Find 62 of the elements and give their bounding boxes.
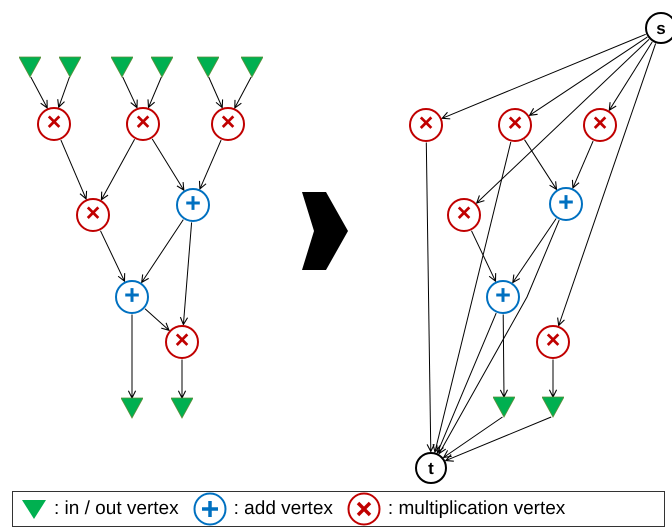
arrow [426,142,435,452]
arrow [572,140,594,188]
multiplication-vertex: × [498,108,532,142]
arrow [144,308,170,331]
arrow [548,359,558,398]
arrow [178,359,186,399]
arrow [198,140,222,190]
io-vertex-triangle [542,396,564,418]
arrow [141,219,184,283]
arrow [180,222,192,326]
multiplication-vertex: × [409,108,443,142]
multiplication-vertex: × [211,107,245,141]
arrow [432,142,512,453]
arrow [100,138,136,200]
io-vertex-triangle [241,56,263,78]
add-vertex: + [486,280,520,314]
io-vertex-triangle [19,56,41,78]
io-vertex-triangle [151,56,173,78]
arrow [443,416,503,458]
arrow [436,312,497,454]
multiplication-vertex: × [447,198,481,232]
io-vertex-triangle [111,56,133,78]
io-vertex-triangle [197,56,219,78]
legend-text: : multiplication vertex [388,498,566,520]
arrow [208,76,224,108]
multiplication-vertex: × [165,325,199,359]
arrow [512,218,557,284]
arrow [128,314,136,399]
arrow [60,140,88,200]
terminal-vertex: s [645,12,672,44]
multiplication-vertex: × [126,107,160,141]
arrow [476,38,650,204]
multiplication-vertex: × [37,107,71,141]
io-vertex-triangle [493,396,515,418]
multiplication-vertex: × [536,325,570,359]
arrow [30,76,48,108]
arrow [100,230,126,282]
arrow [557,43,656,326]
arrow [500,314,508,398]
legend-text: : add vertex [234,498,333,520]
arrow [234,76,252,108]
arrow [529,36,648,116]
arrow [438,220,560,454]
multiplication-vertex: × [583,108,617,142]
multiplication-vertex: × [76,198,110,232]
io-vertex-triangle [121,397,143,419]
arrow [608,42,653,111]
add-vertex: + [115,280,149,314]
add-vertex: + [549,187,583,221]
arrow [471,230,496,282]
legend-text: : in / out vertex [54,498,179,520]
arrow [524,139,558,190]
io-vertex-triangle [59,56,81,78]
arrow [147,76,162,108]
io-vertex-triangle [171,397,193,419]
arrow [122,76,138,108]
terminal-vertex: t [415,452,447,484]
arrow [442,34,646,120]
arrow [152,138,184,191]
arrow [57,76,70,108]
arrow [445,416,552,462]
add-vertex: + [176,188,210,222]
